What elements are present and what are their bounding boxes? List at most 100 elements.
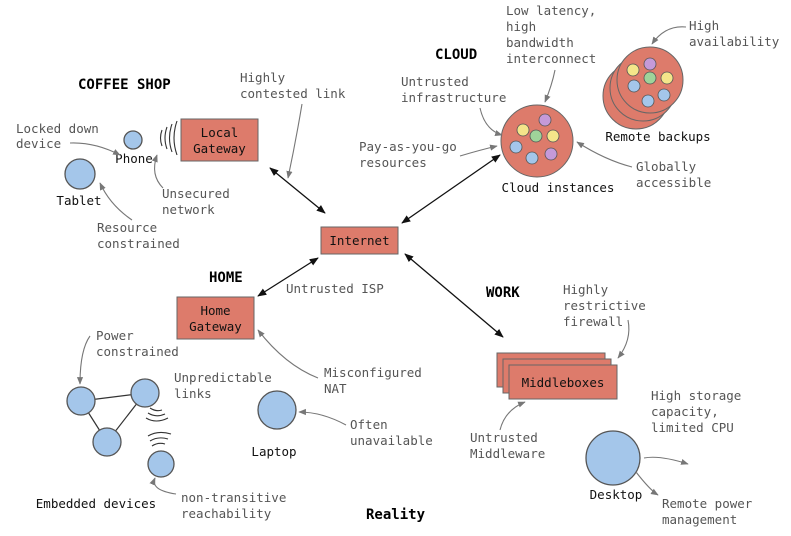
tablet-label: Tablet [56, 193, 101, 208]
signal-waves-icon-2 [147, 431, 172, 447]
pointer-high-availability [651, 26, 687, 45]
backup-dot-blue-2 [641, 94, 655, 108]
annotation-globally-accessible-1: Globally [636, 159, 697, 174]
backup-dot-green [643, 71, 657, 85]
heading-work: WORK [486, 285, 520, 301]
annotation-untrusted-middleware-1: Untrusted [470, 430, 538, 445]
remote-backups-label: Remote backups [605, 129, 710, 144]
local-gateway-label-2: Gateway [193, 141, 246, 156]
middleboxes-label: Middleboxes [522, 375, 605, 390]
cloud-dot-yellow [516, 123, 530, 137]
cloud-instances-label: Cloud instances [502, 180, 615, 195]
annotation-highly-restrictive-1: Highly [563, 282, 609, 297]
tablet-node [64, 158, 96, 190]
annotation-unsecured-1: Unsecured [162, 186, 230, 201]
laptop-label: Laptop [251, 444, 296, 459]
remote-backups-stack [602, 46, 684, 130]
embedded-devices-mesh [66, 378, 175, 478]
pointer-highly-restrictive [617, 319, 630, 359]
annotation-untrusted-middleware-2: Middleware [470, 446, 545, 461]
annotation-unpredictable-2: links [174, 386, 212, 401]
pointer-misconfigured [257, 329, 319, 379]
annotation-high-storage-1: High storage [651, 388, 741, 403]
desktop-label: Desktop [590, 487, 643, 502]
annotation-low-latency-4: interconnect [506, 51, 596, 66]
pointer-unsecured [151, 154, 164, 189]
annotation-untrusted-infra-1: Untrusted [401, 74, 469, 89]
annotation-low-latency-1: Low latency, [506, 3, 596, 18]
annotation-locked-down-2: device [16, 136, 61, 151]
middlebox-layer-1 [508, 364, 618, 400]
wifi-waves-icon [159, 120, 178, 156]
pointer-often-unavailable [298, 408, 347, 426]
backup-dot-blue [627, 79, 641, 93]
heading-home: HOME [209, 270, 243, 286]
heading-coffee-shop: COFFEE SHOP [78, 77, 171, 93]
cloud-dot-purple-2 [544, 147, 558, 161]
annotation-unsecured-2: network [162, 202, 215, 217]
pointer-globally-accessible [576, 141, 633, 168]
middleboxes-stack [496, 352, 618, 400]
annotation-pay-as-you-go-2: resources [359, 155, 427, 170]
annotation-high-availability-2: availability [689, 34, 780, 49]
local-gateway-label-1: Local [201, 125, 239, 140]
annotation-highly-contested-1: Highly [240, 70, 286, 85]
annotation-high-storage-2: capacity, [651, 404, 719, 419]
annotation-highly-contested-2: contested link [240, 86, 346, 101]
backup-dot-purple [643, 57, 657, 71]
home-gateway-box [176, 296, 255, 340]
annotation-misconfigured-2: NAT [324, 381, 347, 396]
embedded-devices-label: Embedded devices [36, 496, 156, 511]
embedded-node-1 [66, 386, 96, 416]
annotation-non-transitive-1: non-transitive [181, 490, 286, 505]
embedded-node-4 [147, 450, 175, 478]
pointer-pay-as-you-go [459, 144, 498, 157]
annotation-remote-power-2: management [662, 512, 737, 527]
annotation-resource-constrained-1: Resource [97, 220, 157, 235]
heading-cloud: CLOUD [435, 47, 477, 63]
pointer-high-storage [643, 456, 689, 465]
pointer-highly-contested [286, 103, 303, 179]
cloud-dot-blue-2 [525, 151, 539, 165]
annotation-highly-restrictive-3: firewall [563, 314, 623, 329]
annotation-unpredictable-1: Unpredictable [174, 370, 272, 385]
pointer-power-constrained [76, 335, 91, 385]
annotation-high-storage-3: limited CPU [651, 420, 734, 435]
cloud-dot-green [529, 129, 543, 143]
embedded-node-2 [130, 378, 160, 408]
laptop-node [257, 390, 297, 430]
internet-label: Internet [329, 233, 389, 248]
cloud-instances-cluster [500, 104, 574, 178]
annotation-pay-as-you-go-1: Pay-as-you-go [359, 139, 457, 154]
pointer-low-latency [544, 69, 556, 103]
annotation-non-transitive-2: reachability [181, 506, 272, 521]
pointer-non-transitive [149, 477, 177, 495]
annotation-often-unavailable-1: Often [350, 417, 388, 432]
heading-reality: Reality [366, 507, 426, 523]
annotation-power-constrained-1: Power [96, 328, 134, 343]
link-local-gateway-internet [269, 167, 326, 214]
pointer-untrusted-middleware [499, 401, 526, 431]
annotation-untrusted-infra-2: infrastructure [401, 90, 506, 105]
pointer-locked-down [69, 142, 121, 156]
cloud-dot-blue [509, 140, 523, 154]
signal-waves-icon [145, 407, 169, 422]
annotation-locked-down-1: Locked down [16, 121, 99, 136]
annotation-untrusted-isp: Untrusted ISP [286, 281, 384, 296]
home-gateway-label-1: Home [200, 303, 230, 318]
home-gateway-label-2: Gateway [189, 319, 242, 334]
annotation-often-unavailable-2: unavailable [350, 433, 433, 448]
annotation-high-availability-1: High [689, 18, 719, 33]
annotation-highly-restrictive-2: restrictive [563, 298, 646, 313]
pointer-resource-constrained [99, 182, 133, 221]
annotation-misconfigured-1: Misconfigured [324, 365, 422, 380]
desktop-node [585, 430, 641, 486]
pointer-remote-power [635, 471, 659, 496]
cloud-dot-purple [538, 113, 552, 127]
link-internet-middleboxes [404, 253, 504, 338]
backup-dot-yellow [626, 63, 640, 77]
pointer-untrusted-infra [479, 107, 503, 136]
link-internet-cloud [401, 154, 501, 224]
annotation-resource-constrained-2: constrained [97, 236, 180, 251]
